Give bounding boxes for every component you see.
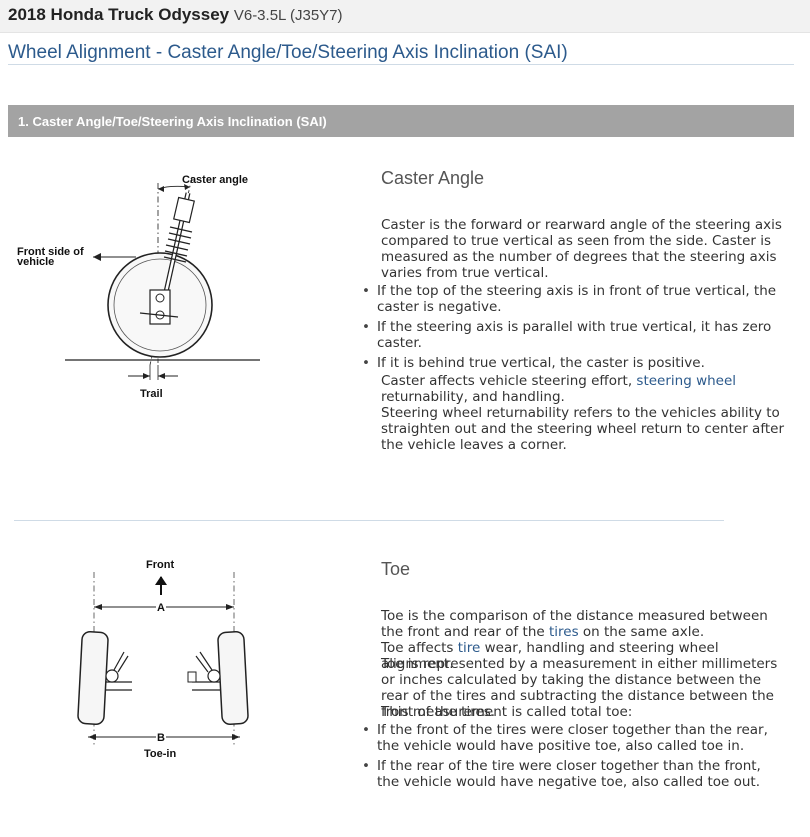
- tires-link[interactable]: tires: [548, 624, 579, 640]
- section-header: 1. Caster Angle/Toe/Steering Axis Inclin…: [8, 105, 794, 137]
- toe-in-label: Toe-in: [144, 748, 176, 760]
- toe-paragraph-2: Toe affects tire wear, handling and stee…: [381, 640, 791, 672]
- toe-paragraph-1: Toe is the comparison of the distance me…: [381, 608, 781, 640]
- caster-angle-diagram: Caster angle Front side of vehicle Trail: [17, 174, 260, 400]
- section-title: 1. Caster Angle/Toe/Steering Axis Inclin…: [18, 114, 327, 129]
- front-side-label: Front side of: [17, 246, 84, 258]
- toe-p1-text-end: on the same axle.: [578, 624, 705, 640]
- vehicle-name: 2018 Honda Truck Odyssey: [8, 5, 230, 24]
- caster-bullets: If the top of the steering axis is in fr…: [361, 283, 791, 375]
- caster-effect: Caster affects vehicle steering effort, …: [381, 373, 796, 405]
- front-label: Front: [146, 559, 174, 571]
- vehicle-title: 2018 Honda Truck Odyssey V6-3.5L (J35Y7): [8, 5, 343, 25]
- caster-effect-text: Caster affects vehicle steering effort,: [381, 373, 637, 389]
- caster-angle-heading: Caster Angle: [381, 168, 485, 188]
- trail-label: Trail: [140, 388, 163, 400]
- steering-wheel-link[interactable]: steering wheel: [636, 373, 737, 389]
- toe-p2-text-end: wear, handling and steering wheel alignm…: [381, 640, 719, 672]
- toe-diagram: Front A B Toe-in: [77, 559, 249, 760]
- top-bar: 2018 Honda Truck Odyssey V6-3.5L (J35Y7): [0, 0, 810, 33]
- page-title: Wheel Alignment - Caster Angle/Toe/Steer…: [8, 42, 568, 63]
- tire-link[interactable]: tire: [457, 640, 481, 656]
- list-item: If it is behind true vertical, the caste…: [361, 355, 791, 371]
- vehicle-engine: V6-3.5L (J35Y7): [233, 7, 343, 24]
- toe-heading: Toe: [381, 559, 411, 579]
- list-item: If the front of the tires were closer to…: [361, 722, 771, 754]
- toe-paragraph-3: Toe is represented by a measurement in e…: [381, 656, 778, 720]
- section-divider: [14, 520, 724, 521]
- caster-intro: Caster is the forward or rearward angle …: [381, 217, 782, 281]
- list-item: If the rear of the tire were closer toge…: [361, 758, 771, 790]
- toe-bullets: If the front of the tires were closer to…: [361, 722, 771, 794]
- caster-returnability: Steering wheel returnability refers to t…: [381, 405, 784, 453]
- caster-angle-label: Caster angle: [182, 174, 248, 186]
- toe-p2-text: Toe affects: [381, 640, 458, 656]
- list-item: If the steering axis is parallel with tr…: [361, 319, 791, 351]
- dimension-b-label: B: [157, 732, 165, 744]
- toe-paragraph-4: This measurement is called total toe:: [381, 704, 633, 720]
- toe-p1-text: Toe is the comparison of the distance me…: [381, 608, 768, 640]
- front-side-label-2: vehicle: [17, 256, 54, 268]
- list-item: If the top of the steering axis is in fr…: [361, 283, 791, 315]
- caster-effect-text-end: returnability, and handling.: [381, 389, 565, 405]
- title-divider: [8, 64, 794, 65]
- dimension-a-label: A: [157, 602, 165, 614]
